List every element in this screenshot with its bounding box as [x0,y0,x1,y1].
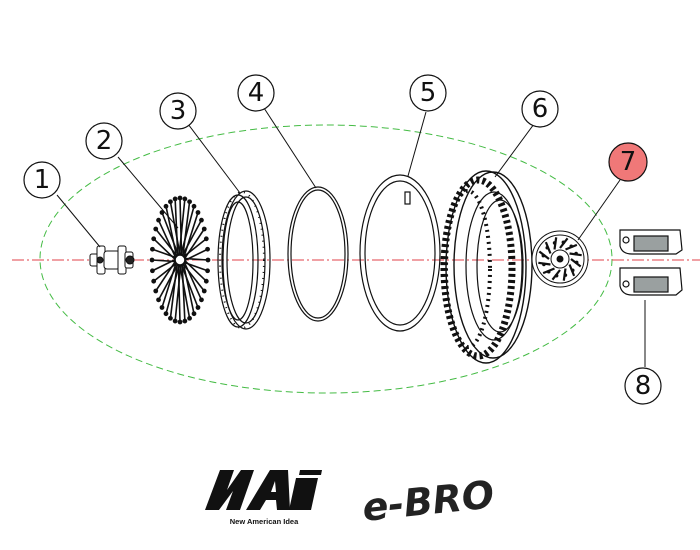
callout-4: 4 [237,74,275,112]
callout-5: 5 [409,74,447,112]
part-rim-strip [287,186,349,322]
callout-8-label: 8 [635,371,652,401]
callout-1: 1 [23,161,61,199]
ebro-wordmark: e-BRO [360,472,496,530]
part-brake-pads [619,229,683,296]
part-hub [89,245,135,275]
leader-lines [56,107,646,367]
callout-8: 8 [624,367,662,405]
nai-logo: New American Idea [205,470,322,526]
callout-7-label: 7 [620,147,637,177]
callout-5-label: 5 [420,78,437,108]
part-inner-tube [359,174,441,332]
nai-tagline: New American Idea [230,517,299,526]
callout-2-label: 2 [96,126,113,156]
callout-2: 2 [85,122,123,160]
callout-6: 6 [521,90,559,128]
ebro-logo: e-BRO [360,472,496,530]
callout-3: 3 [159,92,197,130]
nai-logo-mark [205,470,322,510]
part-tire [440,170,533,364]
assembly-group-outline [39,124,613,394]
part-spokes [149,195,211,325]
part-rim [217,190,271,330]
part-brake-rotor [531,230,589,288]
callout-3-label: 3 [170,96,187,126]
callout-7: 7 [608,142,648,182]
callout-1-label: 1 [34,165,51,195]
callout-4-label: 4 [248,78,265,108]
callout-6-label: 6 [532,94,549,124]
